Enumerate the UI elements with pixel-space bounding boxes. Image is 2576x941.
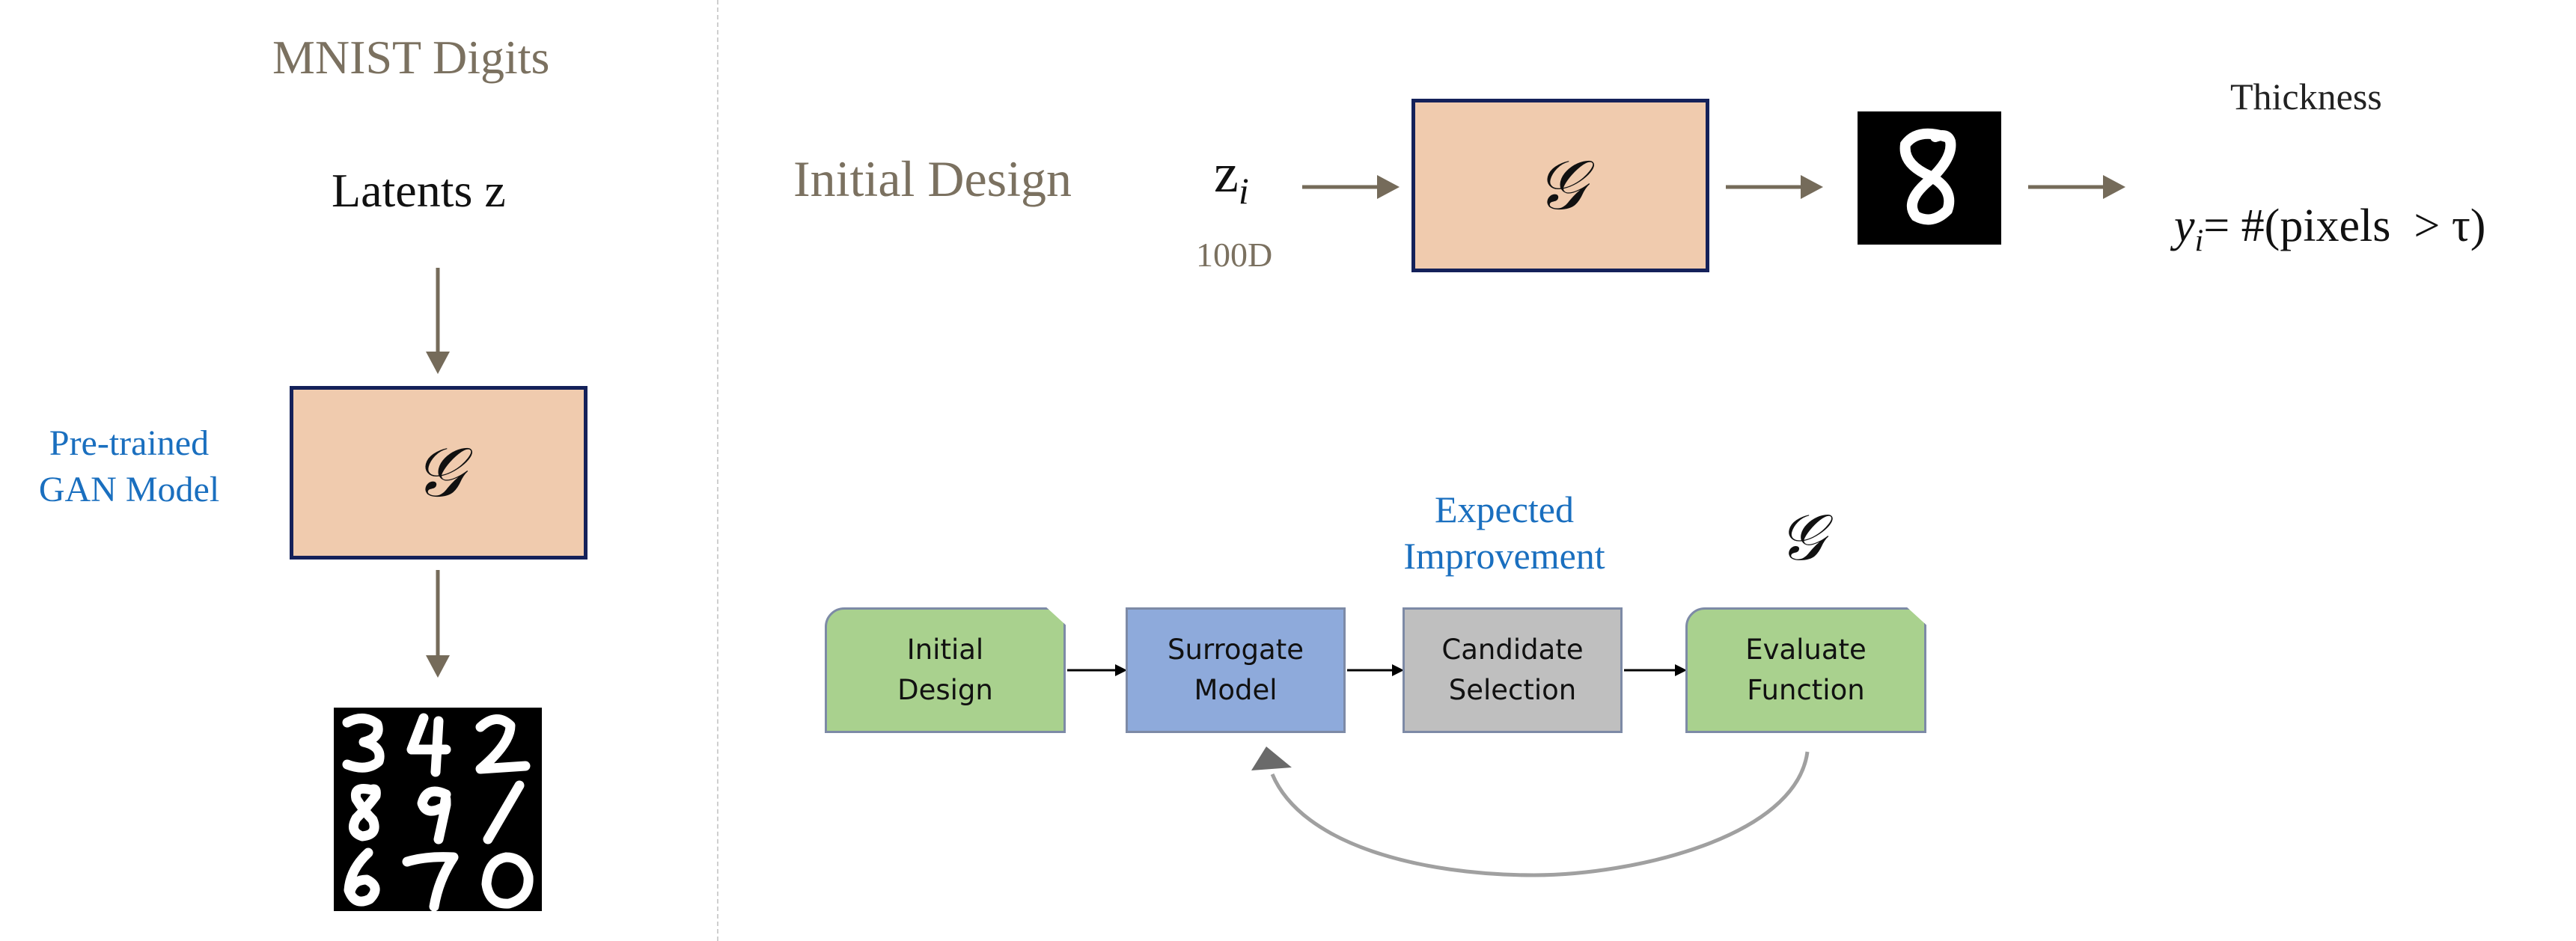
latent-symbol: z [1214, 143, 1239, 204]
digit-7 [402, 852, 459, 911]
arrow-initial-to-surrogate [1067, 664, 1127, 676]
arrow-latents-to-generator [426, 268, 450, 374]
arrow-candidate-to-evaluate [1624, 664, 1687, 676]
arrow-generator-to-image [1726, 175, 1823, 199]
acquisition-line2: Improvement [1403, 535, 1605, 577]
pretrained-generator-box: 𝒢 [290, 386, 587, 560]
pretrained-model-label: Pre-trained GAN Model [22, 420, 236, 513]
panel-divider [717, 0, 718, 941]
arrow-image-to-metric [2028, 175, 2125, 199]
generator-symbol: 𝒢 [414, 435, 463, 511]
flow-step-candidate-selection: Candidate Selection [1403, 607, 1623, 733]
formula-lhs: y [2174, 200, 2195, 251]
metric-formula: yi= #(pixels > τ) [2151, 147, 2485, 259]
arrow-z-to-generator [1302, 175, 1400, 199]
flow-step-initial-design: Initial Design [825, 607, 1066, 733]
digit-8 [348, 784, 381, 842]
formula-subscript: i [2194, 224, 2204, 259]
initial-design-label: Initial Design [793, 150, 1072, 207]
model-label-line1: Pre-trained [49, 423, 210, 463]
formula-rhs: = #(pixels > τ) [2203, 200, 2486, 251]
digit-6 [344, 847, 380, 907]
metric-title: Thickness [2230, 76, 2382, 117]
arrow-generator-to-samples [426, 570, 450, 678]
generator-symbol: 𝒢 [1536, 147, 1585, 224]
digit-2 [475, 714, 531, 774]
digit-1 [483, 780, 525, 845]
digit-3 [342, 714, 385, 773]
generated-digit-image: 8 [1858, 111, 2001, 245]
latent-subscript: i [1238, 169, 1249, 212]
panel-title: MNIST Digits [272, 31, 550, 84]
latents-label: Latents z [332, 164, 506, 217]
digit-9 [417, 786, 451, 845]
flow-step-surrogate-model: Surrogate Model [1126, 607, 1346, 733]
mnist-sample-grid: 3 4 2 8 9 1 6 7 0 [334, 708, 542, 911]
digit-0 [481, 852, 534, 909]
generator-box: 𝒢 [1411, 99, 1709, 272]
latent-dimension-label: 100D [1196, 236, 1273, 274]
evaluator-generator-symbol: 𝒢 [1778, 502, 1825, 574]
latent-vector-label: zi [1214, 142, 1249, 212]
digit-4 [406, 713, 451, 777]
acquisition-function-label: Expected Improvement [1377, 486, 1632, 579]
acquisition-line1: Expected [1434, 488, 1574, 530]
feedback-loop-arrow [1251, 747, 1810, 877]
arrow-surrogate-to-candidate [1347, 664, 1404, 676]
model-label-line2: GAN Model [38, 470, 220, 509]
flow-step-evaluate-function: Evaluate Function [1685, 607, 1926, 733]
